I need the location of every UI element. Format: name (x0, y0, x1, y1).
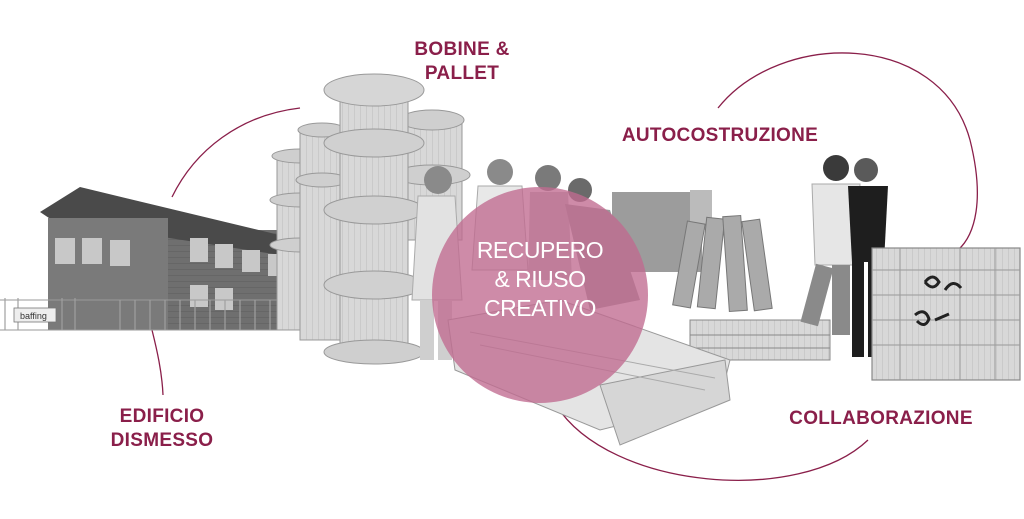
label-autocostruzione: AUTOCOSTRUZIONE (621, 125, 819, 146)
building-illustration: baffing (0, 187, 342, 331)
center-circle (432, 187, 648, 403)
arc-edificio-down (151, 329, 164, 396)
connector-arcs (151, 52, 978, 481)
center-line3: CREATIVO (484, 295, 596, 321)
arc-auto-collab (717, 52, 978, 251)
building-sign-text: baffing (20, 311, 47, 321)
crate-illustration (871, 247, 1021, 381)
label-bobine-pallet: BOBINE & PALLET (408, 38, 516, 86)
center-title: RECUPERO & RIUSO CREATIVO (440, 236, 640, 323)
arc-bottom (555, 404, 869, 481)
label-collaborazione: COLLABORAZIONE (789, 408, 973, 429)
label-bobine-line2: PALLET (424, 63, 500, 84)
label-edificio-line2: DISMESSO (110, 430, 214, 451)
arc-edificio-bobine (171, 107, 301, 198)
label-edificio-dismesso: EDIFICIO DISMESSO (98, 405, 226, 453)
label-bobine-line1: BOBINE & (414, 39, 510, 60)
label-edificio-line1: EDIFICIO (119, 406, 205, 427)
center-line2: & RIUSO (494, 266, 586, 292)
center-line1: RECUPERO (476, 237, 604, 263)
